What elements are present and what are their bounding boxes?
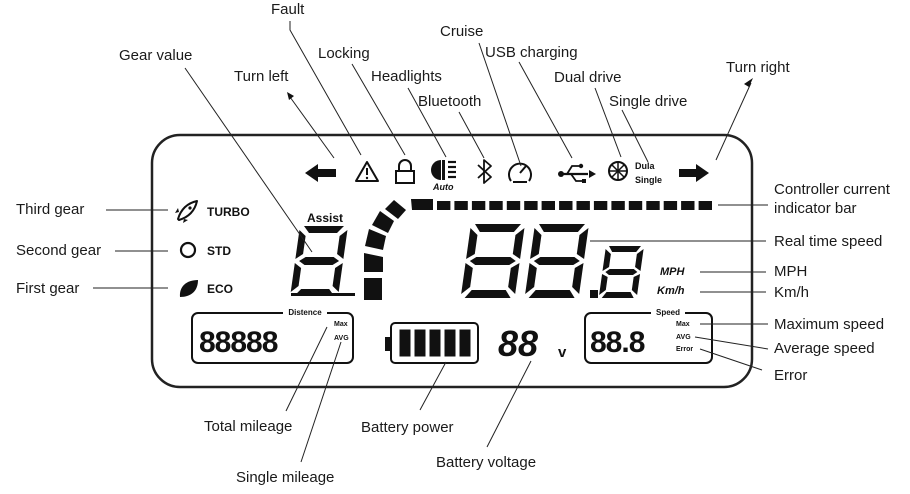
battery-icon — [385, 322, 479, 364]
label-mph: MPH — [774, 263, 807, 280]
label-gear-value: Gear value — [119, 47, 192, 64]
leaf-icon — [179, 280, 198, 297]
rocket-icon — [175, 200, 198, 223]
battery-bars — [399, 329, 471, 357]
speedometer-icon — [508, 162, 532, 183]
speed-dot — [590, 290, 598, 298]
padlock-icon — [395, 159, 415, 184]
current-segment — [611, 201, 625, 210]
kmh-unit: Km/h — [657, 285, 685, 297]
single-label: Single — [635, 175, 662, 185]
current-segment — [663, 201, 678, 210]
label-fault: Fault — [271, 1, 305, 18]
speed-max-label: Max — [676, 321, 690, 328]
battery-bar — [414, 329, 426, 357]
speed-avg-label: AVG — [676, 334, 691, 341]
label-battery-voltage: Battery voltage — [436, 454, 536, 471]
label-battery-power: Battery power — [361, 419, 454, 436]
circle-icon — [179, 241, 197, 259]
current-segment — [541, 201, 555, 210]
current-segment — [524, 201, 538, 210]
label-first-gear: First gear — [16, 280, 79, 297]
battery-bar — [429, 329, 441, 357]
leader-lines — [93, 21, 769, 463]
speed-digit-1 — [461, 224, 525, 298]
speed-digit-3 — [599, 246, 644, 298]
current-segment — [593, 201, 608, 210]
odometer-box — [191, 312, 354, 364]
current-segment — [489, 201, 503, 210]
turn-right-pointer — [715, 78, 753, 161]
label-error: Error — [774, 367, 807, 384]
label-maximum-speed: Maximum speed — [774, 316, 884, 333]
speed-digit-2 — [525, 224, 589, 298]
current-segment — [506, 201, 521, 210]
label-headlights: Headlights — [371, 68, 442, 85]
current-segment — [681, 201, 695, 210]
label-usb-charging: USB charging — [485, 44, 578, 61]
turbo-label: TURBO — [207, 205, 250, 219]
label-turn-left: Turn left — [234, 68, 289, 85]
distance-title: Distence — [288, 308, 322, 317]
label-bluetooth: Bluetooth — [418, 93, 481, 110]
current-segment — [646, 201, 660, 210]
current-arc — [364, 199, 433, 300]
warning-triangle-icon — [355, 161, 379, 182]
mph-unit: MPH — [660, 266, 686, 278]
current-segment — [454, 201, 468, 210]
label-single-drive: Single drive — [609, 93, 687, 110]
current-segment — [698, 201, 712, 210]
current-segment — [559, 201, 573, 210]
label-third-gear: Third gear — [16, 201, 84, 218]
usb-icon — [558, 163, 596, 183]
speed-error-label: Error — [676, 346, 693, 353]
current-bar — [437, 201, 712, 210]
speed-box-title: Speed — [656, 308, 680, 317]
std-label: STD — [207, 244, 231, 258]
bluetooth-icon — [477, 159, 492, 184]
speed-box-value: 88.8 — [590, 326, 645, 359]
battery-bar — [459, 329, 471, 357]
assist-label: Assist — [307, 211, 343, 225]
label-dual-drive: Dual drive — [554, 69, 622, 86]
label-controller-current-2: indicator bar — [774, 200, 857, 217]
label-single-mileage: Single mileage — [236, 469, 334, 486]
headlight-icon: Auto — [431, 160, 456, 192]
label-locking: Locking — [318, 45, 370, 62]
label-turn-right: Turn right — [726, 59, 790, 76]
eco-label: ECO — [207, 282, 233, 296]
odometer-avg: AVG — [334, 335, 349, 342]
label-average-speed: Average speed — [774, 340, 875, 357]
label-kmh: Km/h — [774, 284, 809, 301]
odometer-max: Max — [334, 321, 348, 328]
dula-label: Dula — [635, 161, 655, 171]
current-segment — [437, 201, 451, 210]
current-segment — [628, 201, 643, 210]
label-controller-current-1: Controller current — [774, 181, 891, 198]
turn-left-pointer — [287, 92, 335, 159]
battery-bar — [444, 329, 456, 357]
auto-label: Auto — [432, 182, 454, 192]
arrow-left-icon — [305, 164, 336, 182]
current-segment — [471, 201, 486, 210]
speed-box — [584, 312, 713, 364]
gear-digit — [290, 226, 348, 296]
current-segment — [576, 201, 590, 210]
label-real-time-speed: Real time speed — [774, 233, 882, 250]
voltage-unit: v — [558, 344, 567, 361]
odometer-value: 88888 — [199, 326, 278, 359]
gear-underline — [291, 293, 355, 296]
arrow-right-icon — [679, 164, 709, 182]
display-frame — [150, 133, 754, 389]
label-second-gear: Second gear — [16, 242, 101, 259]
wheel-icon — [608, 161, 628, 181]
label-total-mileage: Total mileage — [204, 418, 292, 435]
voltage-value: 88 — [498, 323, 538, 364]
battery-bar — [399, 329, 411, 357]
label-cruise: Cruise — [440, 23, 483, 40]
